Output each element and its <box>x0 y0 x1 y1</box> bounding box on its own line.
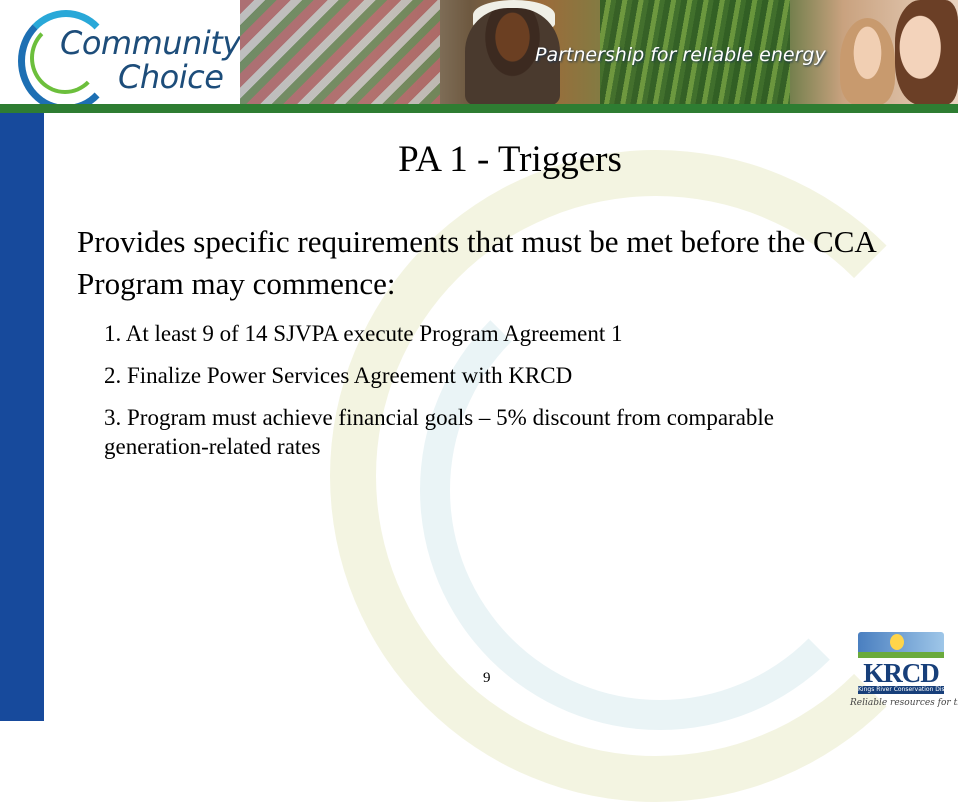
requirements-list: 1. At least 9 of 14 SJVPA execute Progra… <box>104 319 864 474</box>
krcd-wordmark: KRCD <box>863 658 940 688</box>
slide-intro-text: Provides specific requirements that must… <box>77 224 876 301</box>
list-item: 1. At least 9 of 14 SJVPA execute Progra… <box>104 321 623 346</box>
krcd-band-text: Kings River Conservation District <box>858 686 944 694</box>
krcd-logo: KRCD Kings River Conservation District R… <box>850 632 958 721</box>
banner-photo-collage <box>240 0 958 105</box>
logo-swoosh-inner-icon <box>30 22 100 94</box>
left-accent-bar <box>0 113 44 721</box>
banner-tagline: Partnership for reliable energy <box>535 44 826 66</box>
child-image <box>840 18 895 105</box>
houses-image <box>240 0 440 105</box>
woman-image <box>895 0 958 105</box>
logo-text-community: Community <box>60 24 241 62</box>
crops-image <box>600 0 790 105</box>
lightbulb-icon <box>890 634 904 650</box>
community-choice-logo: Community Choice <box>0 0 241 113</box>
header-banner: Community Choice Partnership for reliabl… <box>0 0 958 113</box>
krcd-slogan: Reliable resources for the Valley <box>850 698 958 708</box>
krcd-fields-icon <box>858 652 944 658</box>
logo-text-choice: Choice <box>118 58 224 96</box>
worker-image <box>465 8 560 105</box>
header-divider <box>0 104 958 113</box>
list-item: 2. Finalize Power Services Agreement wit… <box>104 363 573 388</box>
page-number: 9 <box>483 670 491 686</box>
list-item: 3. Program must achieve financial goals … <box>104 405 774 459</box>
slide-title: PA 1 - Triggers <box>398 139 622 180</box>
